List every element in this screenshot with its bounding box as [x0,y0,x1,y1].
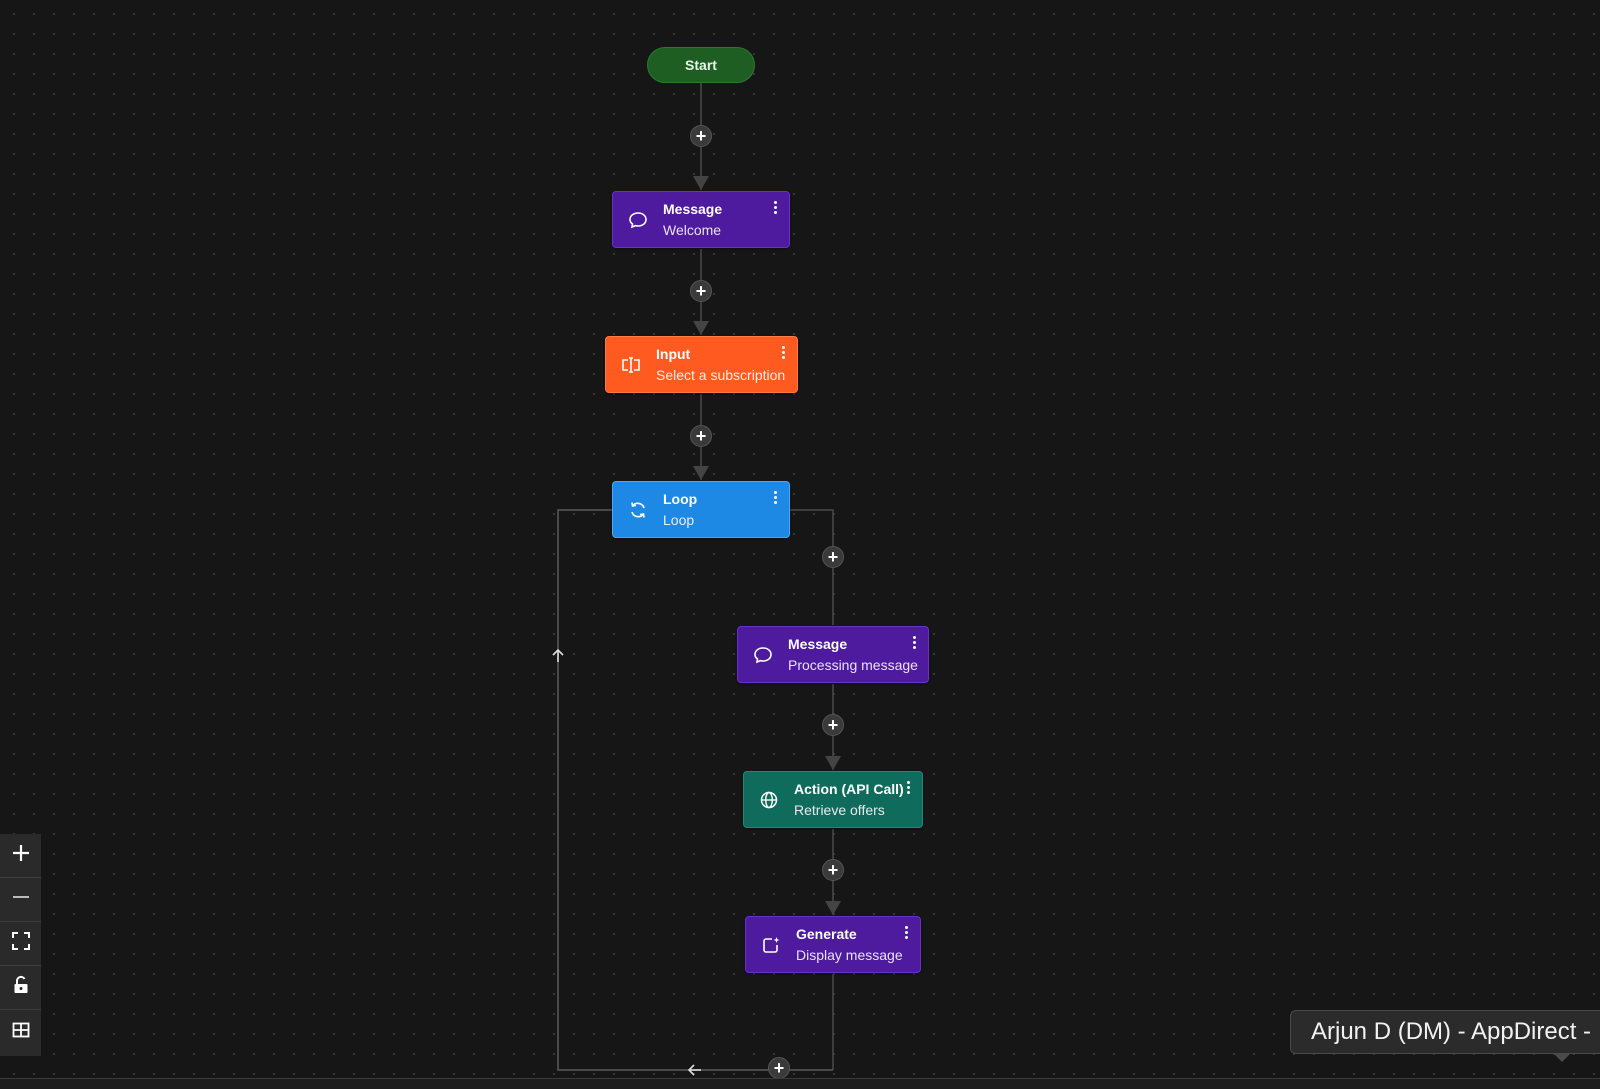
tooltip-tail [1553,1053,1571,1062]
globe-icon [758,789,780,811]
node-title: Generate [796,925,857,942]
add-step-button[interactable]: + [822,859,844,881]
zoom-in-button[interactable] [0,834,41,878]
add-step-button[interactable]: + [690,425,712,447]
text-cursor-input-icon [620,354,642,376]
plus-icon: + [827,547,839,567]
plus-icon: + [695,126,707,146]
plus-icon: + [827,860,839,880]
add-step-button[interactable]: + [768,1057,790,1079]
node-action-api[interactable]: Action (API Call) Retrieve offers [743,771,923,828]
node-subtitle: Processing message [788,656,918,673]
plus-icon [11,843,31,868]
add-step-button[interactable]: + [690,125,712,147]
add-step-button[interactable]: + [822,714,844,736]
more-options-icon[interactable] [900,923,912,941]
node-title: Message [663,200,723,217]
plus-icon: + [695,426,707,446]
minimap-button[interactable] [0,1010,41,1054]
fit-view-icon [11,931,31,956]
bottom-bar [0,1078,1600,1089]
node-subtitle: Select a subscription [656,366,786,383]
more-options-icon[interactable] [902,778,914,796]
unlock-icon [11,975,31,1000]
node-subtitle: Display message [796,946,903,963]
minus-icon [11,887,31,912]
fit-view-button[interactable] [0,922,41,966]
user-tooltip: Arjun D (DM) - AppDirect - [1290,1010,1600,1054]
add-step-button[interactable]: + [690,280,712,302]
node-loop[interactable]: Loop Loop [612,481,790,538]
node-subtitle: Welcome [663,221,722,238]
plus-icon: + [827,715,839,735]
canvas-controls [0,834,41,1056]
node-subtitle: Loop [663,511,695,528]
node-title: Message [788,635,848,652]
chat-bubble-icon [752,644,774,666]
sparkle-box-icon [760,934,782,956]
more-options-icon[interactable] [777,343,789,361]
refresh-icon [627,499,649,521]
node-subtitle: Retrieve offers [794,801,885,818]
node-title: Input [656,345,691,362]
loop-up-arrow-icon [552,648,564,662]
node-title: Loop [663,490,698,507]
add-step-button[interactable]: + [822,546,844,568]
tooltip-text: Arjun D (DM) - AppDirect - [1311,1018,1592,1045]
node-message-welcome[interactable]: Message Welcome [612,191,790,248]
lock-button[interactable] [0,966,41,1010]
start-node[interactable]: Start [647,47,755,83]
more-options-icon[interactable] [908,633,920,651]
zoom-out-button[interactable] [0,878,41,922]
more-options-icon[interactable] [769,488,781,506]
node-generate[interactable]: Generate Display message [745,916,921,973]
chat-bubble-icon [627,209,649,231]
plus-icon: + [773,1058,785,1078]
more-options-icon[interactable] [769,198,781,216]
plus-icon: + [695,281,707,301]
node-input-subscription[interactable]: Input Select a subscription [605,336,798,393]
grid-icon [11,1020,31,1045]
node-message-processing[interactable]: Message Processing message [737,626,929,683]
loop-left-arrow-icon [687,1064,701,1076]
node-title: Action (API Call) [794,780,904,797]
start-label: Start [685,57,717,73]
